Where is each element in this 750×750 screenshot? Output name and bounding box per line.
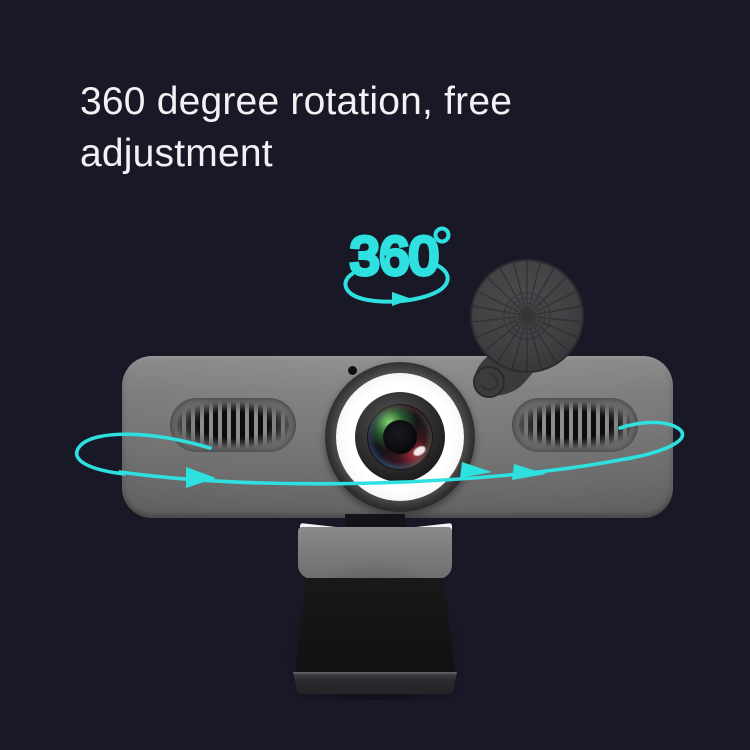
stand-base-plate — [295, 578, 455, 674]
speaker-grille-right — [512, 398, 638, 452]
rotation-360-badge: 360 — [334, 222, 458, 308]
grille-slots — [519, 402, 631, 448]
grille-slots — [177, 402, 289, 448]
microphone-pinhole — [348, 366, 357, 375]
rotation-badge-number: 360 — [350, 227, 438, 286]
page-title: 360 degree rotation, free adjustment — [80, 80, 513, 175]
360-rotation-arrow-icon: 360 — [343, 225, 451, 306]
privacy-cover[interactable] — [455, 258, 600, 403]
stand-pivot-block — [298, 527, 452, 579]
degree-symbol-icon — [433, 226, 451, 244]
privacy-cover-texture — [471, 260, 583, 372]
speaker-grille-left — [170, 398, 296, 452]
privacy-cover-pivot — [473, 366, 505, 398]
stand-base-lip — [293, 672, 457, 694]
lens-aperture — [383, 420, 417, 454]
